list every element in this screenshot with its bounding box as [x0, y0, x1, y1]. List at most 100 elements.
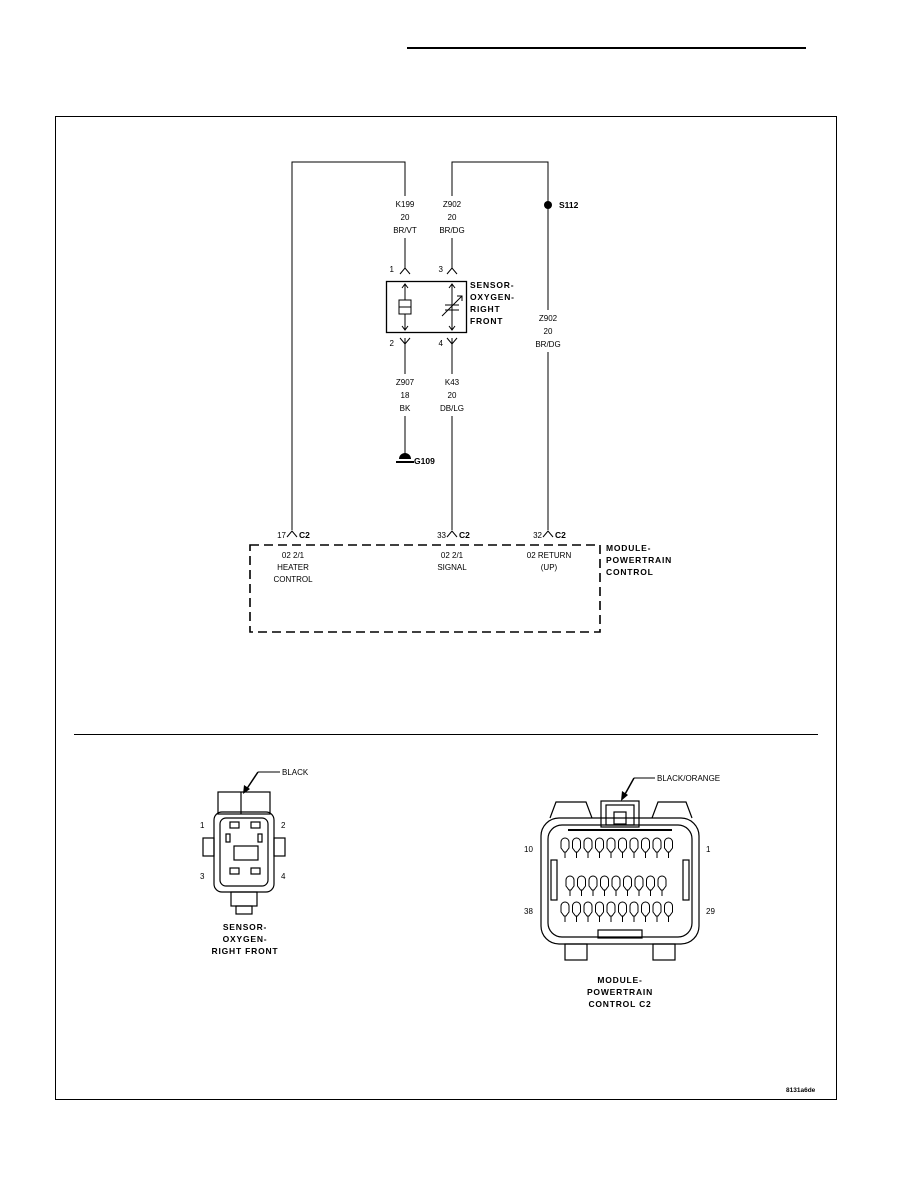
pcm-pin-cavity: [611, 875, 621, 891]
pcm-pin-cavity: [606, 901, 616, 917]
pcm-c2-pin-cavities: [560, 837, 673, 922]
z902-right-circuit: Z902: [539, 314, 558, 323]
pcm-pin-cavity: [641, 837, 650, 853]
z902-top-color: BR/DG: [439, 226, 464, 235]
z902-right-gauge: 20: [544, 327, 553, 336]
pcm-pin-cavity: [646, 875, 655, 891]
sensor-color-leader: [243, 771, 280, 794]
sensor-pin-3: 3: [439, 265, 444, 274]
pcm-pin-cavity: [606, 837, 616, 853]
sensor-label-line-4: FRONT: [470, 316, 503, 326]
pcm-pin-cavity: [618, 837, 627, 853]
pcm-pin-cavity: [572, 837, 581, 853]
z902-right-color: BR/DG: [535, 340, 560, 349]
pcm-pin-cavity: [600, 875, 609, 891]
pcm-33-desc-2: SIGNAL: [437, 563, 467, 572]
pcm-pin-cavity: [652, 837, 662, 853]
sensor-label-line-1: SENSOR-: [470, 280, 514, 290]
ground-symbol: [396, 453, 414, 463]
pcm-32-desc-1: 02 RETURN: [527, 551, 572, 560]
z907-color: BK: [400, 404, 411, 413]
sensor-view-title-1: SENSOR-: [223, 922, 267, 932]
pcm-pin-32: 32: [533, 531, 542, 540]
pcm-view-pin-38: 38: [524, 907, 533, 916]
k43-gauge: 20: [448, 391, 457, 400]
pcm-pin-cavity: [629, 901, 639, 917]
pcm-pin-17: 17: [277, 531, 286, 540]
pcm-pin-cavity: [588, 875, 598, 891]
sensor-view-pin-3: 3: [200, 872, 205, 881]
sensor-color-label: BLACK: [282, 768, 309, 777]
wire-z902-top: [451, 161, 549, 268]
z907-circuit: Z907: [396, 378, 415, 387]
heater-element-icon: [398, 283, 412, 331]
pcm-pin-cavity: [634, 875, 644, 891]
pcm-17-desc-3: CONTROL: [273, 575, 313, 584]
k43-circuit: K43: [445, 378, 460, 387]
pcm-label-line-1: MODULE-: [606, 543, 651, 553]
pcm-pin-cavity: [560, 901, 570, 917]
sensor-label-line-2: OXYGEN-: [470, 292, 515, 302]
pcm-pin-cavity: [664, 837, 673, 853]
pcm-view-pin-29: 29: [706, 907, 715, 916]
sensor-label-line-3: RIGHT: [470, 304, 500, 314]
pcm-17-desc-2: HEATER: [277, 563, 309, 572]
variable-resistor-icon: [441, 283, 463, 331]
pcm-pin-cavity: [652, 901, 662, 917]
pcm-pin-cavity: [641, 901, 650, 917]
figure-border: [55, 116, 837, 1100]
sensor-connector-symbols: [399, 267, 458, 345]
pcm-color-label: BLACK/ORANGE: [657, 774, 720, 783]
pcm-pin-cavity: [572, 901, 581, 917]
pcm-pin-cavity: [657, 875, 667, 891]
pcm-pin-cavity: [577, 875, 586, 891]
pcm-pin-cavity: [583, 837, 593, 853]
pcm-pin-cavity: [565, 875, 575, 891]
pcm-33-desc-1: 02 2/1: [441, 551, 464, 560]
splice-dot: [544, 201, 552, 209]
k43-color: DB/LG: [440, 404, 464, 413]
pcm-32-desc-2: (UP): [541, 563, 558, 572]
pcm-conn-33: C2: [459, 530, 470, 540]
pcm-color-leader: [621, 777, 655, 801]
k199-circuit: K199: [396, 200, 415, 209]
pcm-conn-32: C2: [555, 530, 566, 540]
sensor-view-pin-2: 2: [281, 821, 286, 830]
z902-top-gauge: 20: [448, 213, 457, 222]
pcm-pin-33: 33: [437, 531, 446, 540]
pcm-pin-cavity: [664, 901, 673, 917]
k199-gauge: 20: [401, 213, 410, 222]
pcm-view-title-2: POWERTRAIN: [587, 987, 653, 997]
sensor-pin-4: 4: [439, 339, 444, 348]
pcm-pin-cavity: [583, 901, 593, 917]
pcm-pin-cavity: [618, 901, 627, 917]
sensor-pin-1: 1: [390, 265, 395, 274]
sensor-pin-2: 2: [390, 339, 395, 348]
pcm-label-line-3: CONTROL: [606, 567, 654, 577]
pcm-view-pin-1: 1: [706, 845, 711, 854]
sensor-view-title-3: RIGHT FRONT: [212, 946, 279, 956]
pcm-view-pin-10: 10: [524, 845, 533, 854]
pcm-conn-17: C2: [299, 530, 310, 540]
z907-gauge: 18: [401, 391, 410, 400]
pcm-label-line-2: POWERTRAIN: [606, 555, 672, 565]
splice-label: S112: [559, 200, 579, 210]
sensor-view-title-2: OXYGEN-: [223, 934, 268, 944]
pcm-pin-cavity: [623, 875, 632, 891]
sensor-view-pin-4: 4: [281, 872, 286, 881]
pcm-c2-connector-face: [540, 800, 700, 961]
z902-top-circuit: Z902: [443, 200, 462, 209]
pcm-pin-cavity: [595, 901, 604, 917]
pcm-17-desc-1: 02 2/1: [282, 551, 305, 560]
pcm-connector-symbols: [286, 530, 554, 538]
pcm-pin-cavity: [629, 837, 639, 853]
sensor-view-pin-1: 1: [200, 821, 205, 830]
wire-k199: [291, 161, 406, 530]
ground-label: G109: [414, 456, 435, 466]
pcm-view-title-3: CONTROL C2: [588, 999, 651, 1009]
pcm-body: [249, 544, 601, 633]
pcm-view-title-1: MODULE-: [597, 975, 642, 985]
pcm-pin-cavity: [595, 837, 604, 853]
sensor-connector-face: [202, 791, 286, 915]
